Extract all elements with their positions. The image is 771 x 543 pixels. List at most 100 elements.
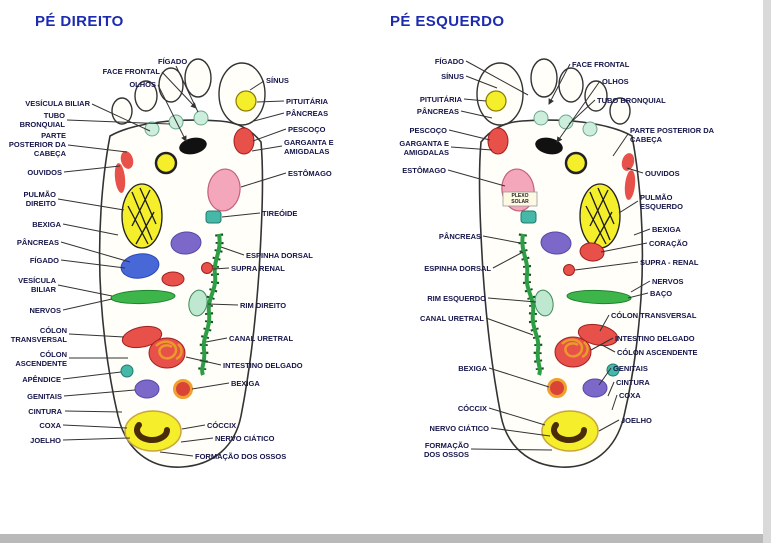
label-tireoide: TIREÓIDE xyxy=(262,209,298,218)
label-estomago: ESTÔMAGO xyxy=(288,169,332,178)
label-formacao-ossos-2: FORMAÇÃO DOS OSSOS xyxy=(423,441,469,459)
zone-heel xyxy=(124,410,182,452)
label-ouvidos-2: OUVIDOS xyxy=(645,169,680,178)
zone-heel xyxy=(541,410,599,452)
label-face-frontal: FACE FRONTAL xyxy=(102,67,160,76)
zone-heel-mark xyxy=(551,422,587,443)
zone-intestine-coil xyxy=(561,338,589,359)
label-pancreas-r: PÂNCREAS xyxy=(286,109,329,118)
zone-bladder xyxy=(547,378,567,398)
label-coxa-2: COXA xyxy=(619,391,641,400)
zone-liver xyxy=(120,253,160,279)
zone-solar-plexus xyxy=(170,231,202,255)
label-canal-uretral-2: CANAL URETRAL xyxy=(419,314,484,323)
zone-eyes xyxy=(535,137,563,155)
label-bexiga: BEXIGA xyxy=(32,220,61,229)
zone-heel-mark xyxy=(134,422,170,443)
label-nervos-2: NERVOS xyxy=(652,277,684,286)
leader-lines-left-panel xyxy=(57,65,287,457)
label-coccix-2: CÓCCIX xyxy=(457,404,487,413)
bottom-grey-strip xyxy=(0,534,771,543)
zone-thyroid xyxy=(205,210,222,224)
label-tubo-bronquial-2: TUBO BRONQUIAL xyxy=(597,96,666,105)
zone-ear-strip xyxy=(114,163,126,193)
zone-red-mid xyxy=(161,271,185,287)
label-pituitaria-2: PITUITÁRIA xyxy=(419,95,462,104)
label-intestino-delgado: INTESTINO DELGADO xyxy=(223,361,303,370)
zone-ears xyxy=(120,151,134,169)
zone-appendix xyxy=(120,364,134,378)
label-coxa: COXA xyxy=(39,421,61,430)
label-olhos: OLHOS xyxy=(129,80,156,89)
label-sinus-2: SÍNUS xyxy=(441,72,464,81)
label-plexo-solar: PLEXO SOLAR xyxy=(511,193,529,205)
zone-colon xyxy=(121,325,163,349)
label-espinha-dorsal: ESPINHA DORSAL xyxy=(246,251,313,260)
label-garganta-amigdalas-2: GARGANTA E AMIGDALAS xyxy=(399,139,449,157)
label-espinha-dorsal-2: ESPINHA DORSAL xyxy=(424,264,491,273)
label-colon-ascendente: CÓLON ASCENDENTE xyxy=(15,350,67,368)
zone-kidney xyxy=(188,289,208,317)
label-face-frontal-2: FACE FRONTAL xyxy=(572,60,630,69)
label-formacao-ossos: FORMAÇÃO DOS OSSOS xyxy=(195,452,287,461)
zone-colon-descending-dot xyxy=(606,363,620,377)
plexo-solar-chip xyxy=(502,191,538,207)
label-coccix: CÓCCIX xyxy=(207,421,237,430)
label-sinus: SÍNUS xyxy=(266,76,289,85)
label-coracao: CORAÇÃO xyxy=(649,239,688,248)
left-foot-zones xyxy=(485,90,636,452)
zone-neck xyxy=(233,127,255,155)
label-pescoco: PESCOÇO xyxy=(288,125,326,134)
label-figado-2: FÍGADO xyxy=(434,57,464,66)
label-pancreas: PÂNCREAS xyxy=(16,238,59,247)
zone-intestine-coil xyxy=(155,340,183,361)
zone-toe-pad xyxy=(144,121,160,137)
zone-ears xyxy=(621,153,635,171)
label-rim-esquerdo: RIM ESQUERDO xyxy=(427,294,486,303)
label-pituitaria: PITUITÁRIA xyxy=(286,97,329,106)
zone-genitals xyxy=(582,378,608,398)
leader-lines-right-panel xyxy=(447,60,651,451)
label-cintura: CINTURA xyxy=(28,407,62,416)
label-pancreas-2: PÂNCREAS xyxy=(416,107,459,116)
zone-genitals xyxy=(134,379,160,399)
right-panel-title: PÉ ESQUERDO xyxy=(390,13,505,30)
zone-heart xyxy=(579,242,605,262)
zone-ear-strip xyxy=(624,170,636,200)
label-bexiga-2: BEXIGA xyxy=(458,364,487,373)
label-nervo-ciatico: NERVO CIÁTICO xyxy=(215,434,275,443)
zone-adrenal xyxy=(563,264,575,276)
label-vesicula-biliar: VESÍCULA BILIAR xyxy=(25,99,90,108)
label-colon-ascendente-2: CÓLON ASCENDENTE xyxy=(617,348,698,357)
label-estomago-2: ESTÔMAGO xyxy=(402,166,446,175)
label-joelho-2: JOELHO xyxy=(621,416,652,425)
label-supra-renal-2: SUPRA - RENAL xyxy=(640,258,699,267)
zone-gallbladder-bar xyxy=(110,289,176,305)
zone-pituitary xyxy=(485,90,507,112)
label-nervos: NERVOS xyxy=(29,306,61,315)
left-panel-title: PÉ DIREITO xyxy=(35,13,124,30)
label-figado: FÍGADO xyxy=(29,256,59,265)
label-pulmao-direito: PULMÃO DIREITO xyxy=(23,190,57,208)
zone-spleen-bar xyxy=(566,289,632,305)
zone-intestine xyxy=(554,336,592,368)
label-baco: BAÇO xyxy=(650,289,673,298)
zone-lung-hatch xyxy=(127,187,157,245)
label-parte-posterior-cabeca: PARTE POSTERIOR DA CABEÇA xyxy=(8,131,66,158)
label-genitais: GENITAIS xyxy=(27,392,62,401)
label-apendice: APÊNDICE xyxy=(22,375,61,384)
label-garganta-amigdalas: GARGANTA E AMIGDALAS xyxy=(284,138,334,156)
label-joelho: JOELHO xyxy=(30,436,61,445)
zone-pituitary xyxy=(235,90,257,112)
label-bexiga-r: BEXIGA xyxy=(231,379,260,388)
label-supra-renal: SUPRA RENAL xyxy=(231,264,285,273)
zone-lung-hatch xyxy=(585,187,615,245)
label-vesicula-biliar-2: VESÍCULA BILIAR xyxy=(18,276,56,294)
label-pancreas-3: PÂNCREAS xyxy=(438,232,481,241)
label-canal-uretral: CANAL URETRAL xyxy=(229,334,294,343)
label-intestino-delgado-2: INTESTINO DELGADO xyxy=(615,334,695,343)
left-foot xyxy=(447,58,651,468)
zone-toe-pad xyxy=(582,121,598,137)
label-bexiga-3: BEXIGA xyxy=(652,225,681,234)
